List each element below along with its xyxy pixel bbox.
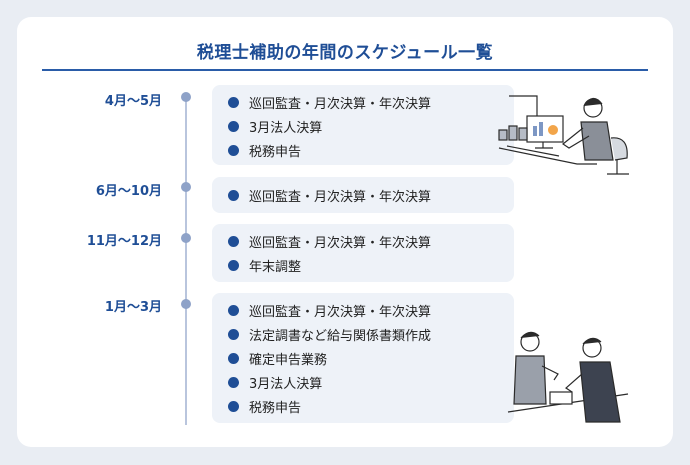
list-item: 巡回監査・月次決算・年次決算 [228,232,431,251]
item-text: 3月法人決算 [249,121,323,136]
bullet-icon [228,97,239,108]
title-underline [42,69,648,71]
list-item: 巡回監査・月次決算・年次決算 [228,301,431,320]
item-text: 巡回監査・月次決算・年次決算 [249,236,432,251]
item-text: 法定調書など給与関係書類作成 [249,329,432,344]
bullet-icon [228,236,239,247]
item-text: 税務申告 [249,401,302,416]
item-text: 巡回監査・月次決算・年次決算 [249,190,432,205]
timeline-dot [181,182,191,192]
page-title: 税理士補助の年間のスケジュール一覧 [196,43,494,63]
period-label: 1月〜3月 [104,300,162,315]
bullet-icon [228,377,239,388]
bullet-icon [228,190,239,201]
list-item: 税務申告 [228,397,301,416]
list-item: 法定調書など給与関係書類作成 [228,325,431,344]
item-text: 確定申告業務 [249,353,328,368]
list-item: 3月法人決算 [228,373,322,392]
bullet-icon [228,121,239,132]
list-item: 巡回監査・月次決算・年次決算 [228,93,431,112]
list-item: 確定申告業務 [228,349,327,368]
office-worker-illustration [498,95,629,175]
timeline-dot [181,92,191,102]
list-item: 巡回監査・月次決算・年次決算 [228,186,431,205]
period-box: 巡回監査・月次決算・年次決算 年末調整 [212,224,514,282]
list-item: 3月法人決算 [228,117,322,136]
bullet-icon [228,401,239,412]
period-box: 巡回監査・月次決算・年次決算 法定調書など給与関係書類作成 確定申告業務 3月法… [212,293,514,423]
bullet-icon [228,305,239,316]
list-item: 税務申告 [228,141,301,160]
timeline-dot [181,233,191,243]
period-label: 11月〜12月 [86,234,162,249]
item-text: 3月法人決算 [249,377,323,392]
list-item: 年末調整 [228,256,301,275]
timeline-line [185,97,187,425]
bullet-icon [228,329,239,340]
bullet-icon [228,145,239,156]
item-text: 税務申告 [249,145,302,160]
meeting-illustration [507,331,629,423]
period-label: 6月〜10月 [95,184,162,199]
item-text: 巡回監査・月次決算・年次決算 [249,97,432,112]
item-text: 巡回監査・月次決算・年次決算 [249,305,432,320]
timeline-dot [181,299,191,309]
period-label: 4月〜5月 [104,94,162,109]
period-box: 巡回監査・月次決算・年次決算 3月法人決算 税務申告 [212,85,514,165]
period-box: 巡回監査・月次決算・年次決算 [212,177,514,213]
bullet-icon [228,260,239,271]
bullet-icon [228,353,239,364]
item-text: 年末調整 [249,260,302,275]
